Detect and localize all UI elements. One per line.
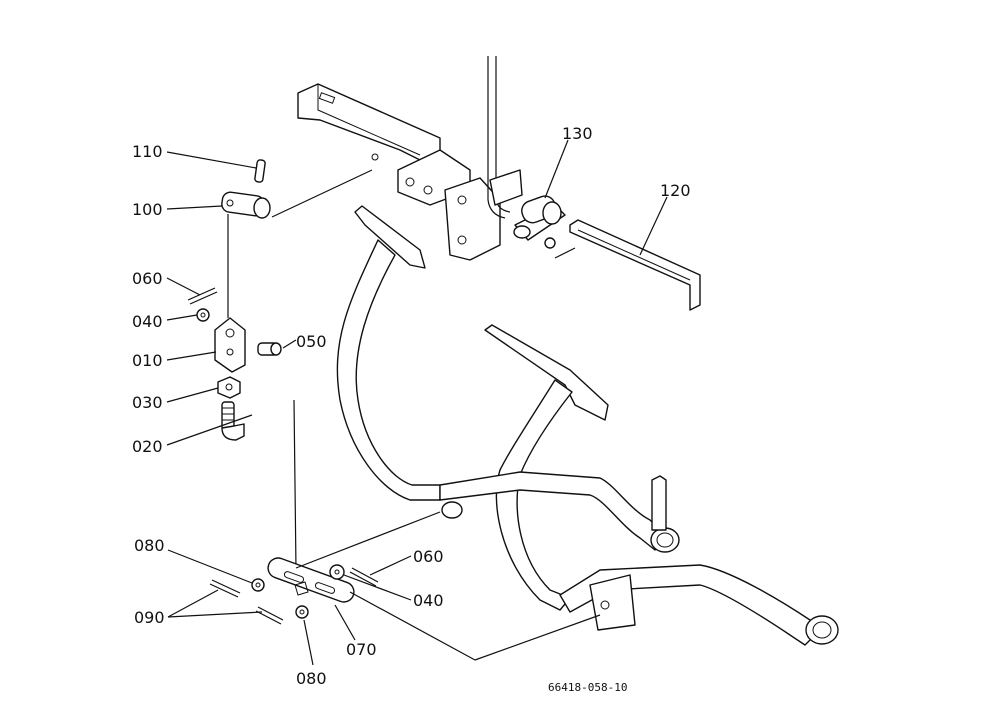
part-110-pin	[254, 159, 266, 183]
part-020-rod-end	[221, 401, 245, 441]
link-line	[295, 511, 441, 569]
drawing-number: 66418-058-10	[548, 681, 627, 694]
callout-050: 050	[296, 332, 327, 351]
callout-060: 060	[132, 269, 163, 288]
callout-020: 020	[132, 437, 163, 456]
callout-080-lower: 080	[296, 669, 327, 688]
leader-lines	[166, 139, 668, 666]
lower-shaft	[559, 564, 839, 646]
callout-070: 070	[346, 640, 377, 659]
callout-090: 090	[134, 608, 165, 627]
callout-040: 040	[132, 312, 163, 331]
callout-120: 120	[660, 181, 691, 200]
link-line	[271, 169, 373, 218]
pedal-arm-right	[484, 324, 609, 611]
callout-060-lower: 060	[413, 547, 444, 566]
part-030-nut	[217, 376, 241, 399]
part-050-pin	[257, 342, 282, 356]
callout-080-upper: 080	[134, 536, 165, 555]
link-line	[474, 614, 601, 661]
part-080-washer-lower	[295, 605, 309, 619]
part-130-arm	[513, 195, 576, 259]
callout-040-lower: 040	[413, 591, 444, 610]
callout-100: 100	[132, 200, 163, 219]
part-080-washer-upper	[251, 578, 265, 592]
part-060-pin-lower	[349, 567, 379, 587]
frame-bracket	[297, 83, 501, 261]
callout-130: 130	[562, 124, 593, 143]
part-120-rod	[569, 219, 701, 311]
pedal-arm-left	[336, 205, 441, 501]
link-line	[349, 591, 476, 661]
part-070-link	[267, 557, 355, 603]
part-040-washer-lower	[329, 564, 345, 580]
part-060-pin-upper	[187, 287, 218, 305]
link-line	[293, 399, 297, 571]
cross-shaft	[439, 471, 680, 553]
callout-labels: 110 100 060 040 010 050 030 020 130 120 …	[132, 124, 691, 694]
vertical-rod	[487, 56, 523, 219]
callout-110: 110	[132, 142, 163, 161]
part-040-washer-upper	[196, 308, 210, 322]
part-010-clevis	[214, 317, 246, 373]
part-100-clevis	[221, 191, 271, 219]
callout-030: 030	[132, 393, 163, 412]
callout-010: 010	[132, 351, 163, 370]
part-090-pins	[209, 579, 284, 625]
